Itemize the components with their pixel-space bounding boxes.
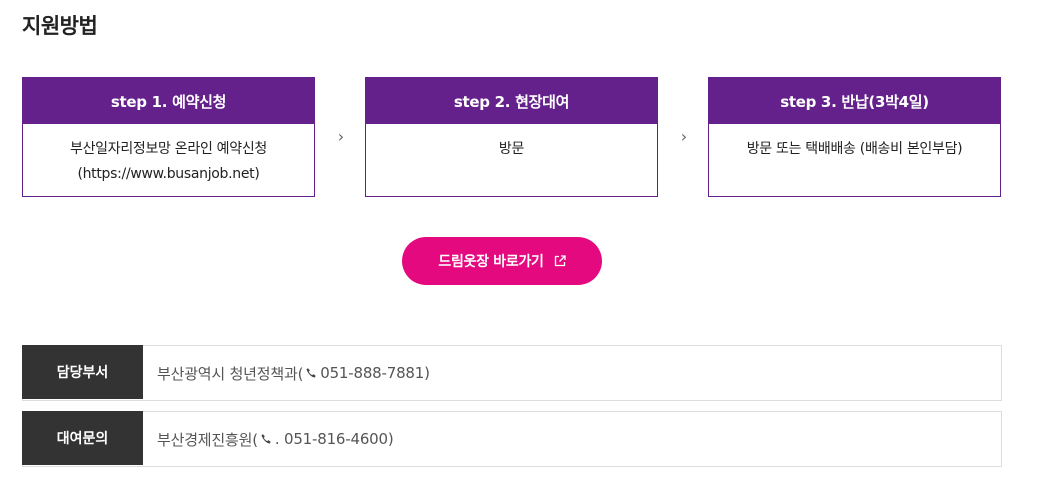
cta-label: 드림옷장 바로가기: [438, 254, 544, 270]
info-row-rental-inquiry: 대여문의 부산경제진흥원( . 051-816-4600): [22, 411, 1002, 467]
info-value: 부산광역시 청년정책과( 051-888-7881): [143, 346, 430, 400]
external-link-icon: [554, 255, 566, 267]
step-title: step 1. 예약신청: [23, 78, 314, 124]
dream-closet-link-button[interactable]: 드림옷장 바로가기: [402, 237, 602, 285]
step-card-2: step 2. 현장대여 방문: [365, 77, 658, 197]
step-description: 방문 또는 택배배송 (배송비 본인부담): [709, 124, 1000, 162]
chevron-right-icon: ›: [337, 126, 345, 146]
step-title: step 2. 현장대여: [366, 78, 657, 124]
step-title: step 3. 반납(3박4일): [709, 78, 1000, 124]
step-card-3: step 3. 반납(3박4일) 방문 또는 택배배송 (배송비 본인부담): [708, 77, 1001, 197]
info-value: 부산경제진흥원( . 051-816-4600): [143, 412, 394, 466]
info-label: 담당부서: [22, 345, 143, 399]
step-description: 부산일자리정보망 온라인 예약신청 (https://www.busanjob.…: [23, 124, 314, 187]
info-value-text: 부산광역시 청년정책과(: [157, 364, 304, 383]
step-line: 부산일자리정보망 온라인 예약신청: [70, 141, 267, 157]
step-line: 방문: [498, 141, 525, 157]
info-row-department: 담당부서 부산광역시 청년정책과( 051-888-7881): [22, 345, 1002, 401]
chevron-right-icon: ›: [680, 126, 688, 146]
step-line: 방문 또는 택배배송 (배송비 본인부담): [746, 141, 963, 157]
phone-number: 051-888-7881): [320, 364, 430, 382]
info-label: 대여문의: [22, 411, 143, 465]
step-card-1: step 1. 예약신청 부산일자리정보망 온라인 예약신청 (https://…: [22, 77, 315, 197]
phone-number: . 051-816-4600): [274, 430, 394, 448]
section-title: 지원방법: [22, 14, 98, 38]
step-line: (https://www.busanjob.net): [77, 166, 260, 182]
phone-icon: [260, 433, 273, 446]
phone-icon: [305, 367, 318, 380]
step-description: 방문: [366, 124, 657, 162]
info-value-text: 부산경제진흥원(: [157, 430, 258, 449]
